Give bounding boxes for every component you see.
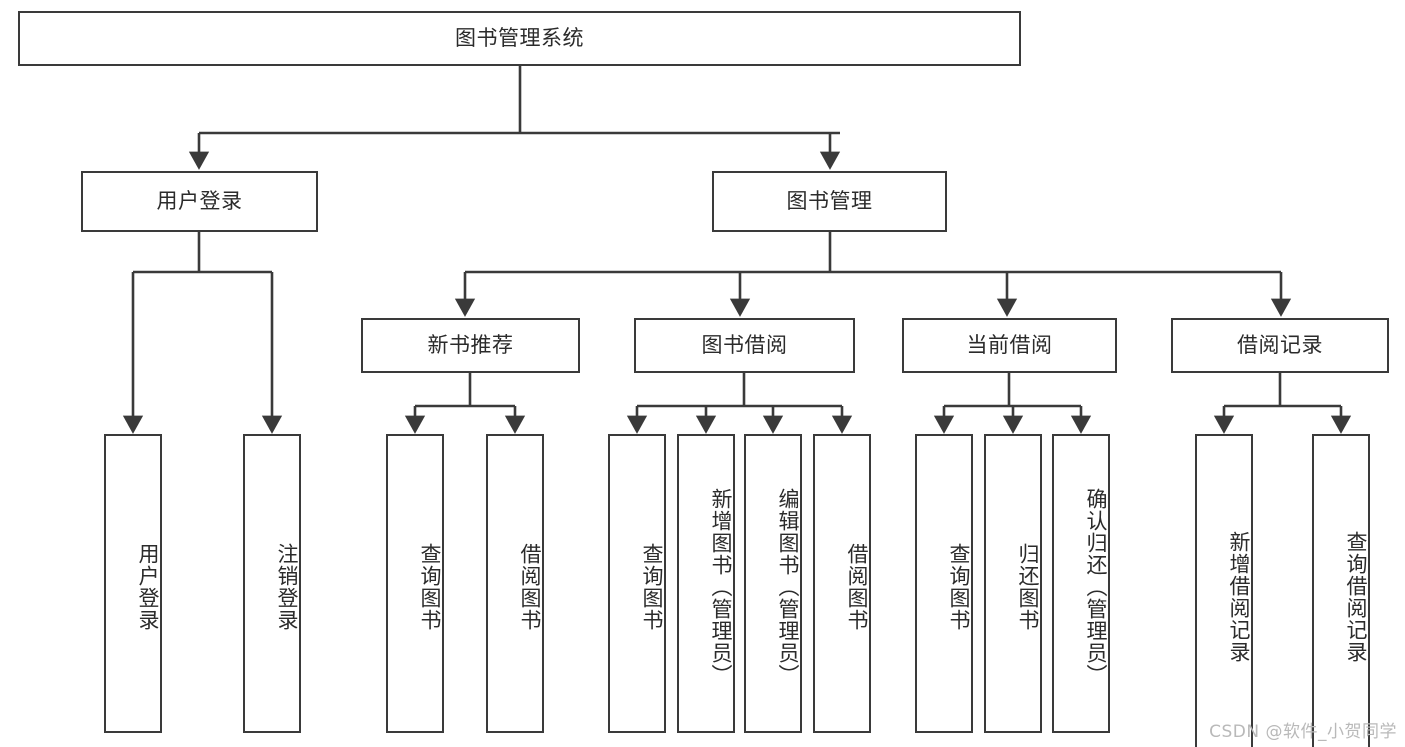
node-new-book-recommend-label: 新书推荐 [427, 332, 514, 357]
leaf-borrow-book-label: 借阅图书 [845, 542, 869, 631]
leaf-add-book-admin[interactable]: 新增图书（管理员） [677, 434, 735, 733]
leaf-confirm-return-admin-label: 确认归还（管理员） [1084, 487, 1108, 686]
leaf-logout-label: 注销登录 [275, 542, 299, 631]
leaf-user-login[interactable]: 用户登录 [104, 434, 162, 733]
leaf-add-book-admin-label: 新增图书（管理员） [709, 487, 733, 686]
node-new-book-recommend[interactable]: 新书推荐 [361, 318, 580, 373]
leaf-borrow-query-book[interactable]: 查询图书 [608, 434, 666, 733]
leaf-logout[interactable]: 注销登录 [243, 434, 301, 733]
leaf-confirm-return-admin[interactable]: 确认归还（管理员） [1052, 434, 1110, 733]
leaf-query-borrow-record[interactable]: 查询借阅记录 [1312, 434, 1370, 747]
leaf-edit-book-admin[interactable]: 编辑图书（管理员） [744, 434, 802, 733]
leaf-user-login-label: 用户登录 [136, 542, 160, 631]
node-book-management-label: 图书管理 [786, 188, 873, 213]
leaf-query-borrow-record-label: 查询借阅记录 [1344, 531, 1368, 663]
leaf-add-borrow-record-label: 新增借阅记录 [1227, 531, 1251, 663]
node-book-borrow[interactable]: 图书借阅 [634, 318, 855, 373]
leaf-new-book-query[interactable]: 查询图书 [386, 434, 444, 733]
node-book-borrow-label: 图书借阅 [701, 332, 788, 357]
node-user-login-label: 用户登录 [156, 188, 243, 213]
leaf-current-query-book[interactable]: 查询图书 [915, 434, 973, 733]
csdn-watermark: CSDN @软件_小贺同学 [1209, 722, 1397, 742]
node-borrow-record-label: 借阅记录 [1237, 332, 1323, 357]
leaf-new-book-borrow[interactable]: 借阅图书 [486, 434, 544, 733]
leaf-add-borrow-record[interactable]: 新增借阅记录 [1195, 434, 1253, 747]
node-book-management[interactable]: 图书管理 [712, 171, 947, 232]
node-root[interactable]: 图书管理系统 [18, 11, 1021, 66]
leaf-current-query-book-label: 查询图书 [947, 542, 971, 631]
node-current-borrow[interactable]: 当前借阅 [902, 318, 1117, 373]
leaf-edit-book-admin-label: 编辑图书（管理员） [776, 487, 800, 686]
leaf-return-book[interactable]: 归还图书 [984, 434, 1042, 733]
leaf-borrow-query-book-label: 查询图书 [640, 542, 664, 631]
node-user-login[interactable]: 用户登录 [81, 171, 318, 232]
node-current-borrow-label: 当前借阅 [966, 332, 1053, 357]
leaf-borrow-book[interactable]: 借阅图书 [813, 434, 871, 733]
node-root-label: 图书管理系统 [455, 25, 584, 50]
node-borrow-record[interactable]: 借阅记录 [1171, 318, 1389, 373]
leaf-return-book-label: 归还图书 [1016, 542, 1040, 631]
leaf-new-book-query-label: 查询图书 [418, 542, 442, 631]
leaf-new-book-borrow-label: 借阅图书 [518, 542, 542, 631]
